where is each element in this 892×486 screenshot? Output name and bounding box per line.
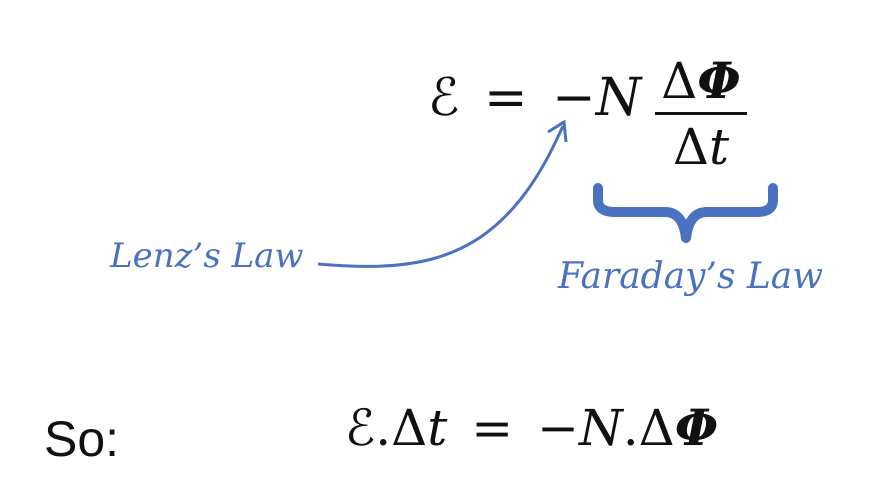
- flux-fraction: ΔΦ Δt: [655, 52, 747, 175]
- t: t: [427, 399, 448, 457]
- fraction-numerator: ΔΦ: [655, 51, 747, 111]
- equals-sign: =: [484, 68, 528, 128]
- delta: Δ: [391, 399, 428, 457]
- equals-sign: =: [471, 399, 514, 457]
- dot-delta: .Δ: [622, 399, 675, 457]
- faraday-law-label: Faraday’s Law: [558, 256, 824, 297]
- fraction-denominator: Δt: [655, 119, 747, 175]
- lenz-law-label: Lenz’s Law: [110, 236, 304, 276]
- phi: Φ: [697, 51, 741, 110]
- t: t: [709, 118, 730, 176]
- emf-symbol: ℰ.: [345, 399, 392, 457]
- delta: Δ: [672, 118, 709, 176]
- bottom-equation: ℰ.Δt = −N.ΔΦ: [345, 398, 718, 457]
- emf-symbol: ℰ: [428, 68, 460, 128]
- lenz-arrow: [317, 125, 565, 268]
- fraction-bar: [655, 112, 747, 115]
- phi: Φ: [674, 398, 719, 457]
- main-equation-lhs: ℰ = −N: [428, 68, 641, 128]
- lenz-arrowhead-icon: [547, 119, 568, 143]
- minus-n: −N: [552, 68, 642, 128]
- minus-n: −N: [537, 399, 623, 457]
- so-label: So:: [44, 411, 120, 467]
- faraday-brace-icon: [593, 183, 778, 243]
- delta: Δ: [661, 52, 698, 110]
